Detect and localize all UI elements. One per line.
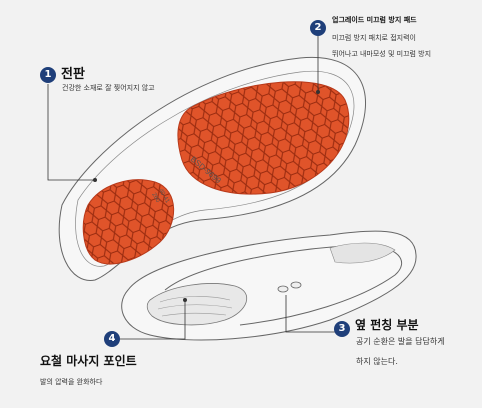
callout-2-desc-line-2: 뛰어나고 내마모성 및 미끄럼 방지	[332, 50, 432, 58]
sole-size-mm-text: 260	[150, 192, 161, 204]
callout-2-title: 업그레이드 미끄럼 방지 패드	[332, 16, 417, 24]
leader-line-4	[120, 300, 186, 340]
callout-3-desc-line-2: 하지 않는다.	[356, 357, 398, 366]
callout-4-desc: 발의 압력을 완화하다	[40, 378, 103, 386]
side-hole	[277, 285, 289, 293]
callout-2-badge: 2	[310, 20, 326, 36]
callout-2-desc-line-1: 미끄럼 방지 패치로 접지력이	[332, 34, 416, 42]
callout-1-desc: 건강한 소재로 잘 찢어지지 않고	[62, 84, 155, 92]
callout-4-title: 요철 마사지 포인트	[40, 354, 137, 368]
leader-line-1	[47, 84, 95, 181]
callout-3-title: 옆 펀칭 부분	[355, 318, 419, 332]
callout-1-badge: 1	[40, 67, 56, 83]
callout-3-desc-line-1: 공기 순환은 발을 답답하게	[356, 337, 445, 346]
side-hole	[290, 281, 302, 289]
heel-pad	[177, 81, 350, 195]
callout-3-badge: 3	[334, 321, 350, 337]
toe-pad	[82, 179, 175, 265]
callout-4-badge: 4	[104, 331, 120, 347]
callout-1-title: 전판	[61, 67, 85, 82]
leader-line-3	[285, 295, 336, 333]
